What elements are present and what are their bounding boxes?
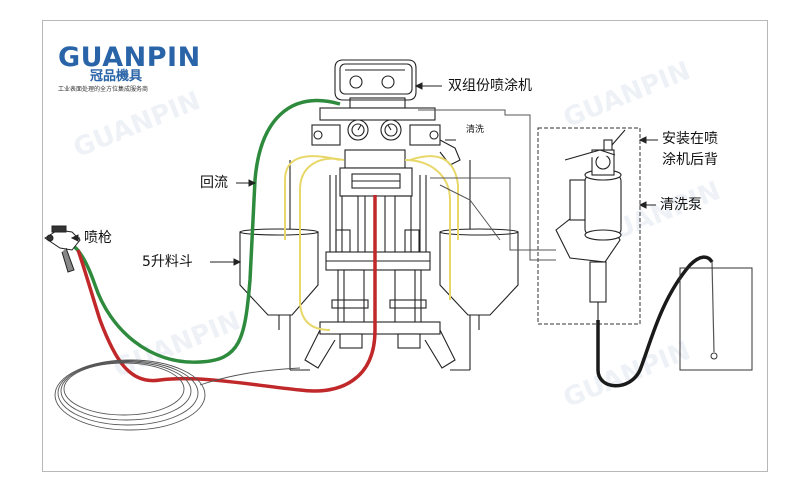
logo-chinese-name: 冠品機具 xyxy=(90,69,143,84)
suction-filter-icon xyxy=(710,352,718,360)
coiled-hose xyxy=(54,359,301,431)
label-return-flow: 回流 xyxy=(200,175,228,191)
label-two-component-sprayer: 双组份喷涂机 xyxy=(448,78,532,94)
logo-wordmark: GUANPIN xyxy=(58,42,201,73)
diagram-frame xyxy=(42,20,768,472)
green-hose xyxy=(70,98,341,364)
hopper-right xyxy=(439,228,519,330)
label-spray-gun: 喷枪 xyxy=(84,230,112,246)
label-cleaning-pump: 清洗泵 xyxy=(660,197,702,213)
callout-lines xyxy=(70,82,658,266)
spray-machine xyxy=(289,59,471,371)
label-install-line2: 涂机后背 xyxy=(662,152,718,168)
brand-logo: GUANPIN 冠品機具 工业表面处理的全方位集成服务商 xyxy=(58,42,201,94)
spray-gun xyxy=(44,225,81,273)
hopper-left xyxy=(239,228,319,330)
connection-lines xyxy=(418,109,556,261)
return-flow-line xyxy=(284,155,459,331)
label-install-line1: 安装在喷 xyxy=(662,131,718,147)
label-cleaning: 清洗 xyxy=(466,125,485,135)
cleaning-pump-box xyxy=(537,127,641,325)
solvent-container xyxy=(679,267,753,371)
red-hose xyxy=(76,195,377,393)
cleaning-hose xyxy=(596,255,714,388)
logo-tagline: 工业表面处理的全方位集成服务商 xyxy=(58,86,149,93)
suction-tube xyxy=(711,261,715,353)
label-hopper: 5升料斗 xyxy=(142,254,193,270)
cleaning-pump xyxy=(555,129,626,320)
